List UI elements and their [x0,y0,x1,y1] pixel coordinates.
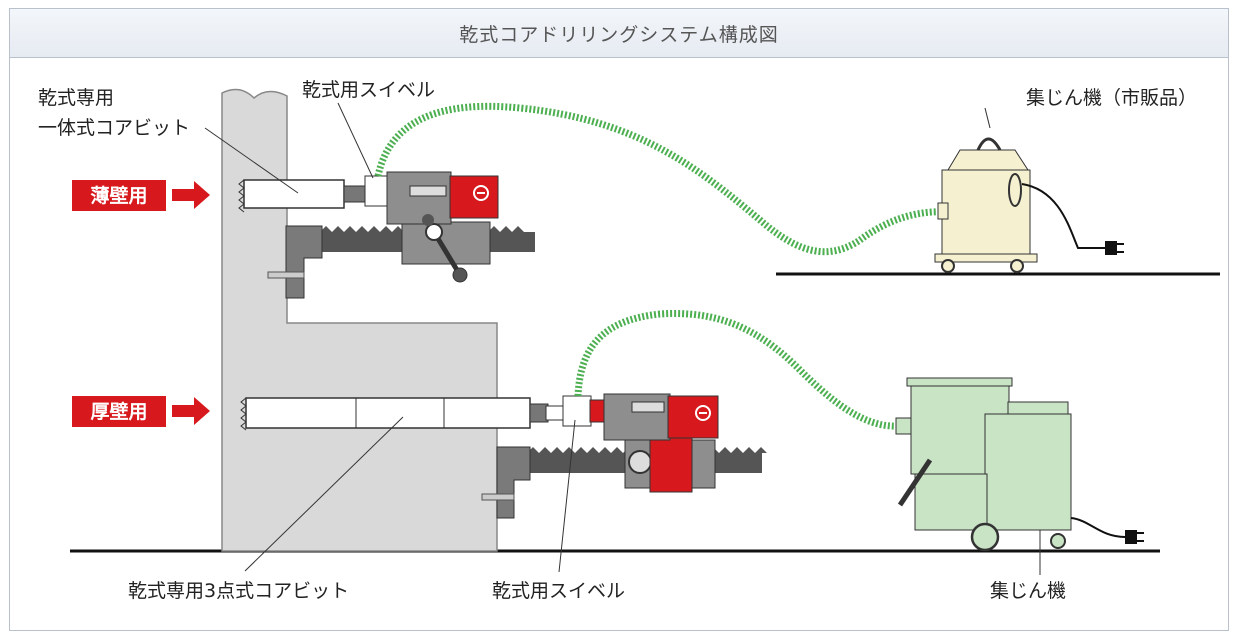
lower-core-bit [245,397,531,429]
lower-motor-switch-icon [695,405,711,421]
thin-wall-tag [72,180,166,211]
concrete-wall [221,88,498,552]
upper-core-bit [243,179,345,209]
diagram-frame: 乾式コアドリリングシステム構成図 [9,8,1229,631]
diagram-title: 乾式コアドリリングシステム構成図 [10,9,1228,58]
upper-base [285,225,323,299]
thick-wall-arrow-icon [172,397,210,425]
lower-red-block [649,433,693,493]
thin-wall-tag-label: 薄壁用 [90,184,147,207]
lower-base [496,446,531,519]
upper-dust-collector [934,137,1124,273]
label-collector-bottom: 集じん機 [990,580,1066,602]
lower-dust-collector [895,377,1144,552]
upper-plug-icon [1105,241,1117,255]
upper-carriage [401,221,491,265]
label-thin-bit-1: 乾式専用 [38,87,114,109]
label-thin-bit-line2: 一体式コアビット [38,117,190,139]
lower-swivel [562,395,592,427]
thick-wall-tag-label: 厚壁用 [90,400,147,423]
label-swivel-bottom: 乾式用スイベル [492,580,625,602]
lower-drill-assembly [240,393,767,519]
label-collector-top: 集じん機（市販品） [1026,87,1197,109]
upper-motor [449,175,499,219]
upper-drill-assembly [238,171,535,299]
lower-drill-body [603,393,671,441]
label-thin-bit-line1: 乾式専用 [38,87,114,109]
upper-motor-switch-icon [473,185,489,201]
lower-hose [574,310,901,430]
lower-motor [667,395,719,439]
thin-wall-arrow-icon [172,181,210,209]
thick-wall-tag [72,396,166,427]
label-swivel-top: 乾式用スイベル [302,79,435,101]
upper-swivel [364,175,388,207]
upper-drill-body [386,171,452,225]
lower-plug-icon [1125,530,1137,544]
upper-hose [374,102,946,256]
label-three-point-bit: 乾式専用3点式コアビット [128,580,349,602]
label-thin-bit-2: 一体式コアビット [38,117,190,139]
